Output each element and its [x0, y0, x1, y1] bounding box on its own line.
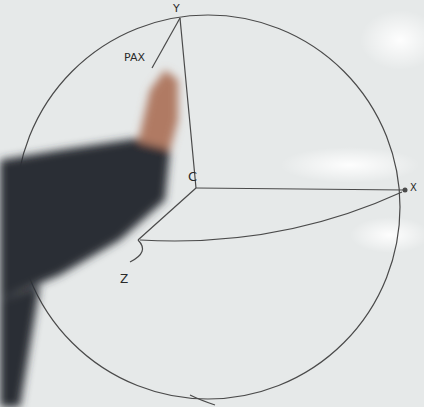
bottom-stroke	[190, 395, 215, 405]
axis-label: PAX	[124, 52, 145, 63]
y-axis	[180, 18, 196, 188]
x-point	[403, 188, 408, 193]
pax-line	[152, 18, 180, 68]
sleeve	[0, 138, 170, 300]
z-arc	[130, 240, 143, 262]
glare	[280, 147, 420, 183]
axis-label: Z	[120, 273, 128, 285]
axis-label: Y	[173, 3, 180, 14]
equator-arc	[140, 192, 402, 241]
x-axis	[196, 188, 405, 190]
body	[0, 285, 40, 407]
axis-label: C	[188, 170, 197, 183]
glare	[360, 10, 424, 70]
axis-label: X	[410, 183, 417, 193]
glare	[350, 217, 424, 253]
hand	[138, 70, 178, 150]
